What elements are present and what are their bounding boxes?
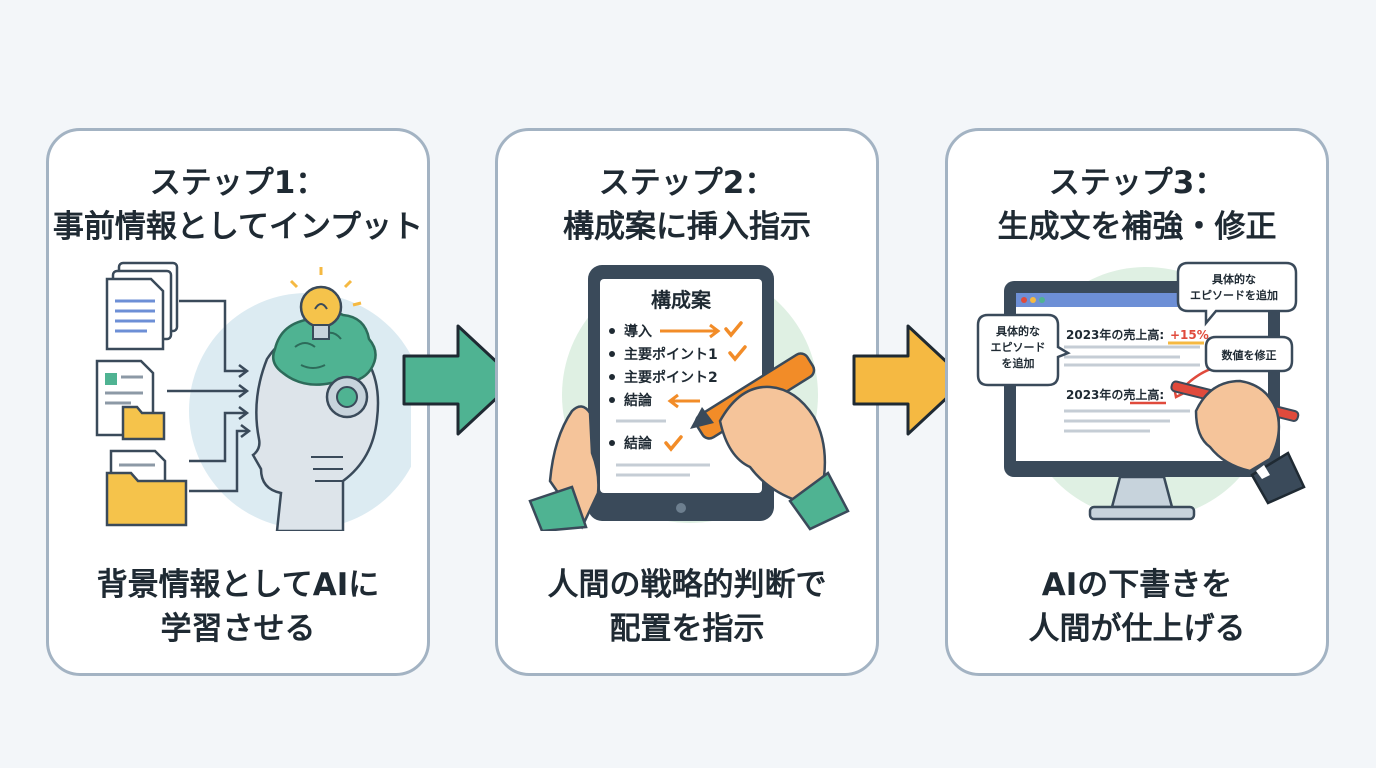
speech-bubble-left: 具体的な エピソード を追加 — [976, 313, 1071, 387]
step3-card: ステップ3： 生成文を補強・修正 2023年の売上高: +15% 2023年の売… — [945, 128, 1329, 676]
lightbulb-icon — [289, 267, 362, 340]
outline-heading: 構成案 — [651, 288, 712, 312]
bubble-right-line2: エピソードを追加 — [1190, 288, 1278, 302]
step3-caption-line1: AIの下書きを — [1041, 567, 1233, 603]
step2-illustration: 構成案 導入 主要ポイント1 主要ポイント2 結論 結論 — [528, 265, 850, 531]
step3-illustration: 2023年の売上高: +15% 2023年の売上高: 具体的な エピソードを追加… — [976, 261, 1306, 521]
step3-title-line1: ステップ3： — [1048, 165, 1226, 201]
input-arrows — [167, 299, 252, 493]
marker-hand-icon — [690, 352, 850, 531]
step2-caption-line2: 配置を指示 — [609, 611, 765, 647]
step3-caption: AIの下書きを 人間が仕上げる — [948, 563, 1326, 651]
step2-caption-line1: 人間の戦略的判断で — [547, 567, 827, 603]
ai-robot-head-icon — [251, 309, 380, 531]
bubble-left-line1: 具体的な — [996, 324, 1040, 338]
step2-title-line1: ステップ2： — [598, 165, 776, 201]
folder-icon — [105, 449, 188, 527]
step2-title-line2: 構成案に挿入指示 — [563, 209, 811, 245]
doc-filler-lines — [1064, 345, 1200, 433]
outline-item: 導入 — [624, 323, 652, 340]
outline-item: 主要ポイント1 — [624, 346, 718, 363]
step1-caption-line2: 学習させる — [160, 611, 316, 647]
outline-item: 主要ポイント2 — [624, 369, 718, 386]
bubble-left-line2: エピソード — [991, 341, 1046, 354]
step1-title-line1: ステップ1： — [149, 165, 327, 201]
speech-bubble-right: 具体的な エピソードを追加 — [1176, 261, 1298, 327]
step1-title: ステップ1： 事前情報としてインプット — [49, 161, 427, 249]
step3-title: ステップ3： 生成文を補強・修正 — [948, 161, 1326, 249]
step3-caption-line2: 人間が仕上げる — [1028, 611, 1246, 647]
orange-arrows — [660, 323, 721, 409]
step1-title-line2: 事前情報としてインプット — [52, 209, 424, 245]
outline-list: 導入 主要ポイント1 主要ポイント2 結論 結論 — [609, 323, 718, 452]
document-folder-icon — [95, 359, 166, 441]
bubble-fix-text: 数値を修正 — [1222, 348, 1277, 362]
outline-filler-lines — [616, 419, 710, 477]
outline-item: 結論 — [624, 392, 653, 409]
step1-caption-line1: 背景情報としてAIに — [96, 567, 380, 603]
document-stack-icon — [105, 261, 179, 351]
speech-bubble-fix: 数値を修正 — [1204, 335, 1294, 373]
step2-to-step3-arrow — [852, 324, 968, 436]
step2-card: ステップ2： 構成案に挿入指示 構成案 導入 主要ポイント1 主要ポイント2 結… — [495, 128, 879, 676]
step2-title: ステップ2： 構成案に挿入指示 — [498, 161, 876, 249]
outline-item: 結論 — [624, 435, 653, 452]
step1-caption: 背景情報としてAIに 学習させる — [49, 563, 427, 651]
sales-line-2: 2023年の売上高: — [1066, 387, 1164, 402]
step1-illustration — [95, 261, 411, 531]
sales-increase-value: +15% — [1170, 328, 1209, 342]
step3-title-line2: 生成文を補強・修正 — [997, 209, 1277, 245]
step2-caption: 人間の戦略的判断で 配置を指示 — [498, 563, 876, 651]
bubble-left-line3: を追加 — [1002, 356, 1035, 370]
sales-line-1: 2023年の売上高: — [1066, 327, 1164, 342]
pen-hand-icon — [1170, 379, 1306, 505]
left-hand-icon — [528, 405, 600, 531]
check-icons — [664, 321, 747, 452]
step1-card: ステップ1： 事前情報としてインプット — [46, 128, 430, 676]
step1-to-step2-arrow — [402, 324, 518, 436]
bubble-right-line1: 具体的な — [1212, 272, 1256, 286]
